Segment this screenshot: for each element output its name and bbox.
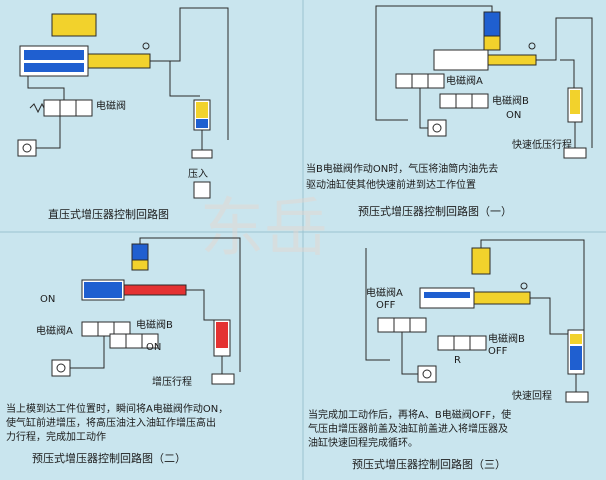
panel1-title: 直压式增压器控制回路图 [48, 207, 169, 221]
valve-a-state: OFF [376, 300, 396, 311]
pipe-left [27, 76, 65, 100]
valve-a-label: 电磁阀A [446, 74, 483, 87]
pipe-to-source [401, 332, 418, 375]
press-label: 压入 [188, 168, 208, 180]
pipe-main [480, 239, 585, 330]
air-source-unit [51, 359, 71, 377]
pressure-gauge-icon [528, 42, 536, 50]
pipe-to-cylinder [169, 61, 200, 97]
work-die [211, 373, 235, 385]
pipe-to-cylinder [530, 297, 568, 335]
pipe-main [150, 7, 229, 140]
panel4-title: 预压式增压器控制回路图（三） [352, 457, 506, 471]
watermark: 东岳 [200, 192, 328, 266]
desc-line-2: 驱动油缸使其他快速前进到达工作位置 [306, 178, 476, 191]
valve-a-label: 电磁阀A [366, 286, 403, 299]
booster-oil-red [123, 284, 187, 296]
top-yellow-block [51, 13, 97, 37]
desc-line-2: 气压由增压器前盖及油缸前盖进入将增压器及 [308, 422, 508, 435]
work-die [563, 147, 587, 159]
panel2-title: 预压式增压器控制回路图（一） [358, 204, 512, 218]
source-gauge-icon [22, 143, 32, 153]
panel-direct-pressure: 电磁阀 压入 直压式增压器控制回路图 [17, 7, 229, 221]
solenoid-valve-a [395, 73, 445, 89]
booster-piston-blue [424, 292, 470, 298]
return-label: 快速回程 [512, 390, 552, 402]
work-piston-blue [570, 346, 582, 370]
valve-b-label: 电磁阀B [136, 318, 173, 331]
solenoid-valve-b [439, 93, 489, 109]
solenoid-valve-b [109, 333, 159, 349]
pipe-to-cylinder [560, 59, 575, 88]
pressure-gauge-icon [520, 282, 528, 290]
valve-b-label: 电磁阀B [488, 332, 525, 345]
spring-icon [29, 102, 45, 114]
work-oil-yellow [570, 90, 580, 114]
r-label: R [454, 355, 461, 366]
work-die [565, 391, 589, 403]
top-blue-block [131, 243, 149, 261]
work-oil-yellow [570, 334, 582, 344]
source-gauge-icon [432, 123, 442, 133]
desc-line-3: 力行程，完成加工动作 [6, 430, 106, 443]
pressure-gauge-icon [142, 42, 150, 50]
workpiece [193, 181, 211, 199]
panel-prepressure-1: 电磁阀A 电磁阀B ON 快速低压行程 当B电磁阀作动ON时，气压将油筒内油先去… [306, 5, 593, 218]
press-piston-blue [196, 119, 208, 128]
source-gauge-icon [422, 369, 432, 379]
press-oil-yellow [196, 102, 208, 118]
solenoid-valve-a [81, 321, 131, 337]
top-blue-block [483, 11, 501, 37]
pipe-to-source [70, 336, 105, 369]
panel-prepressure-3: 电磁阀A OFF 电磁阀B OFF R 快速回程 当完成加工动作后，再将A、B电… [308, 239, 589, 471]
top-yellow-block [483, 35, 501, 51]
pipe-left-loop [365, 248, 390, 361]
valve-b-state: OFF [488, 346, 508, 357]
solenoid-valve-b [437, 335, 487, 351]
desc-line-3: 油缸快速回程完成循环。 [308, 436, 418, 449]
air-source-unit [427, 119, 447, 137]
solenoid-valve-a [377, 317, 427, 333]
panel3-title: 预压式增压器控制回路图（二） [32, 451, 186, 465]
source-gauge-icon [56, 363, 66, 373]
stroke-label: 快速低压行程 [512, 138, 572, 151]
top-yellow-block [471, 247, 491, 275]
pipe-to-source [36, 116, 61, 149]
booster-cylinder-body [433, 49, 489, 71]
pipe-to-cylinder [186, 289, 220, 321]
valve-label: 电磁阀 [96, 99, 126, 112]
valve-b-state: ON [506, 110, 521, 121]
booster-oil-yellow [473, 291, 531, 305]
pipe-main [139, 237, 241, 372]
valve-a-label: 电磁阀A [36, 324, 73, 337]
desc-line-1: 当B电磁阀作动ON时，气压将油筒内油先去 [306, 162, 498, 175]
press-die [191, 149, 213, 159]
booster-chamber-blue [24, 63, 84, 72]
top-yellow-block [131, 259, 149, 271]
desc-line-1: 当完成加工动作后，再将A、B电磁阀OFF，使 [308, 408, 511, 421]
stroke-label: 增压行程 [152, 375, 192, 388]
pipe-left-loop [375, 5, 493, 121]
desc-line-1: 当上模到达工件位置时，瞬间将A电磁阀作动ON， [6, 402, 228, 415]
air-source-unit [417, 365, 437, 383]
air-source-unit [17, 139, 37, 157]
pipe-main [536, 17, 593, 148]
on-label-bottom: ON [146, 342, 161, 353]
booster-oil-yellow [487, 54, 537, 66]
work-oil-red [216, 322, 228, 348]
panel-prepressure-2: ON 电磁阀A 电磁阀B ON 增压行程 当上模到达工件位置时，瞬间将A电磁阀作… [6, 237, 241, 465]
solenoid-valve [43, 99, 93, 117]
on-label-top: ON [40, 294, 55, 305]
booster-piston-blue [24, 50, 84, 60]
booster-oil-yellow [87, 53, 151, 69]
valve-b-label: 电磁阀B [492, 94, 529, 107]
desc-line-2: 使气缸前进增压，将高压油注入油缸作增压高出 [6, 416, 216, 429]
booster-piston-blue [84, 282, 122, 298]
